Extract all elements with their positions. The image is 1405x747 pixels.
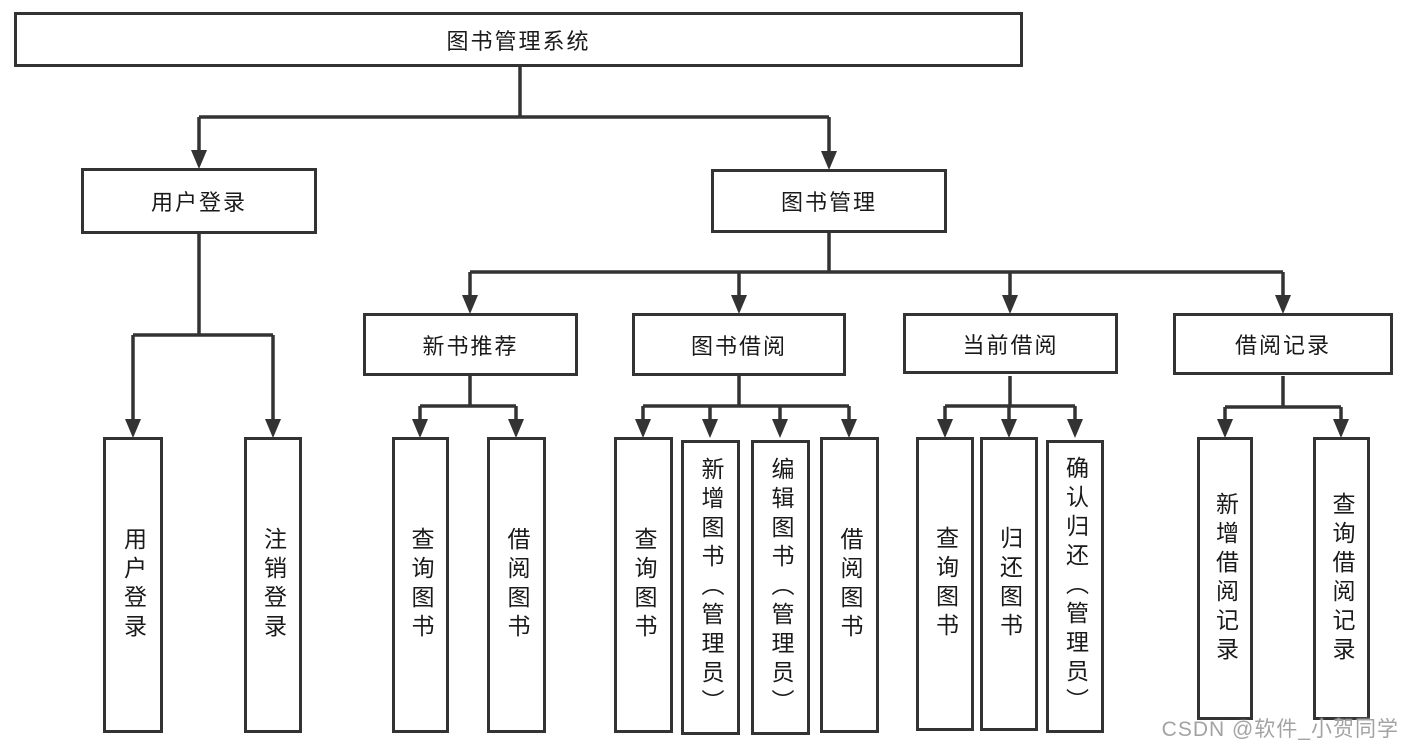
node-label: 图书管理系统 (446, 28, 591, 54)
leaf-label: 编辑图书（管理员） (768, 457, 794, 718)
leaf-borrow-book-2: 借阅图书 (820, 437, 879, 733)
leaf-add-borrow-record: 新增借阅记录 (1197, 437, 1253, 720)
node-label: 用户登录 (150, 190, 247, 215)
leaf-borrow-book-1: 借阅图书 (487, 437, 546, 733)
leaf-add-book-admin: 新增图书（管理员） (681, 440, 740, 735)
csdn-watermark: CSDN @软件_小贺同学 (1161, 718, 1399, 741)
connector-root-to-level2 (197, 67, 831, 153)
leaf-edit-book-admin: 编辑图书（管理员） (751, 440, 810, 735)
connector-user-login-branch (131, 234, 275, 421)
leaf-query-book-3: 查询图书 (916, 437, 974, 731)
node-label: 新书推荐 (422, 333, 519, 359)
connector-current-borrow-branch (943, 376, 1077, 421)
leaf-label: 借阅图书 (837, 527, 863, 643)
leaf-query-book-1: 查询图书 (392, 437, 449, 733)
leaf-return-book: 归还图书 (980, 437, 1038, 731)
leaf-user-login: 用户登录 (103, 437, 163, 733)
node-book-management: 图书管理 (711, 169, 947, 233)
node-new-book-recommend: 新书推荐 (363, 313, 578, 376)
leaf-label: 新增借阅记录 (1212, 491, 1239, 666)
leaf-logout: 注销登录 (244, 437, 302, 733)
node-library-management-system: 图书管理系统 (14, 12, 1023, 67)
arrowheads (125, 150, 1349, 438)
leaf-label: 查询图书 (932, 526, 959, 642)
connector-borrow-record-branch (1223, 376, 1343, 421)
node-user-login: 用户登录 (81, 168, 317, 234)
leaf-label: 查询图书 (408, 527, 434, 643)
leaf-confirm-return-admin: 确认归还（管理员） (1046, 440, 1104, 733)
node-label: 借阅记录 (1234, 333, 1331, 358)
leaf-label: 确认归还（管理员） (1062, 456, 1089, 717)
leaf-label: 查询图书 (631, 527, 657, 643)
leaf-label: 新增图书（管理员） (698, 457, 724, 718)
node-label: 图书借阅 (690, 333, 787, 359)
connector-new-book-branch (418, 376, 518, 421)
leaf-query-borrow-record: 查询借阅记录 (1313, 437, 1370, 720)
leaf-label: 借阅图书 (504, 527, 530, 643)
leaf-label: 用户登录 (120, 527, 147, 643)
connector-book-management-branch (468, 233, 1285, 297)
node-current-borrow: 当前借阅 (903, 313, 1118, 374)
leaf-query-book-2: 查询图书 (614, 437, 673, 733)
connector-book-borrow-branch (641, 376, 851, 421)
leaf-label: 归还图书 (996, 526, 1023, 642)
node-label: 图书管理 (780, 190, 877, 215)
node-borrow-records: 借阅记录 (1173, 313, 1393, 375)
leaf-label: 注销登录 (260, 527, 287, 643)
node-book-borrow: 图书借阅 (632, 313, 846, 376)
leaf-label: 查询借阅记录 (1329, 491, 1355, 666)
node-label: 当前借阅 (962, 332, 1059, 358)
